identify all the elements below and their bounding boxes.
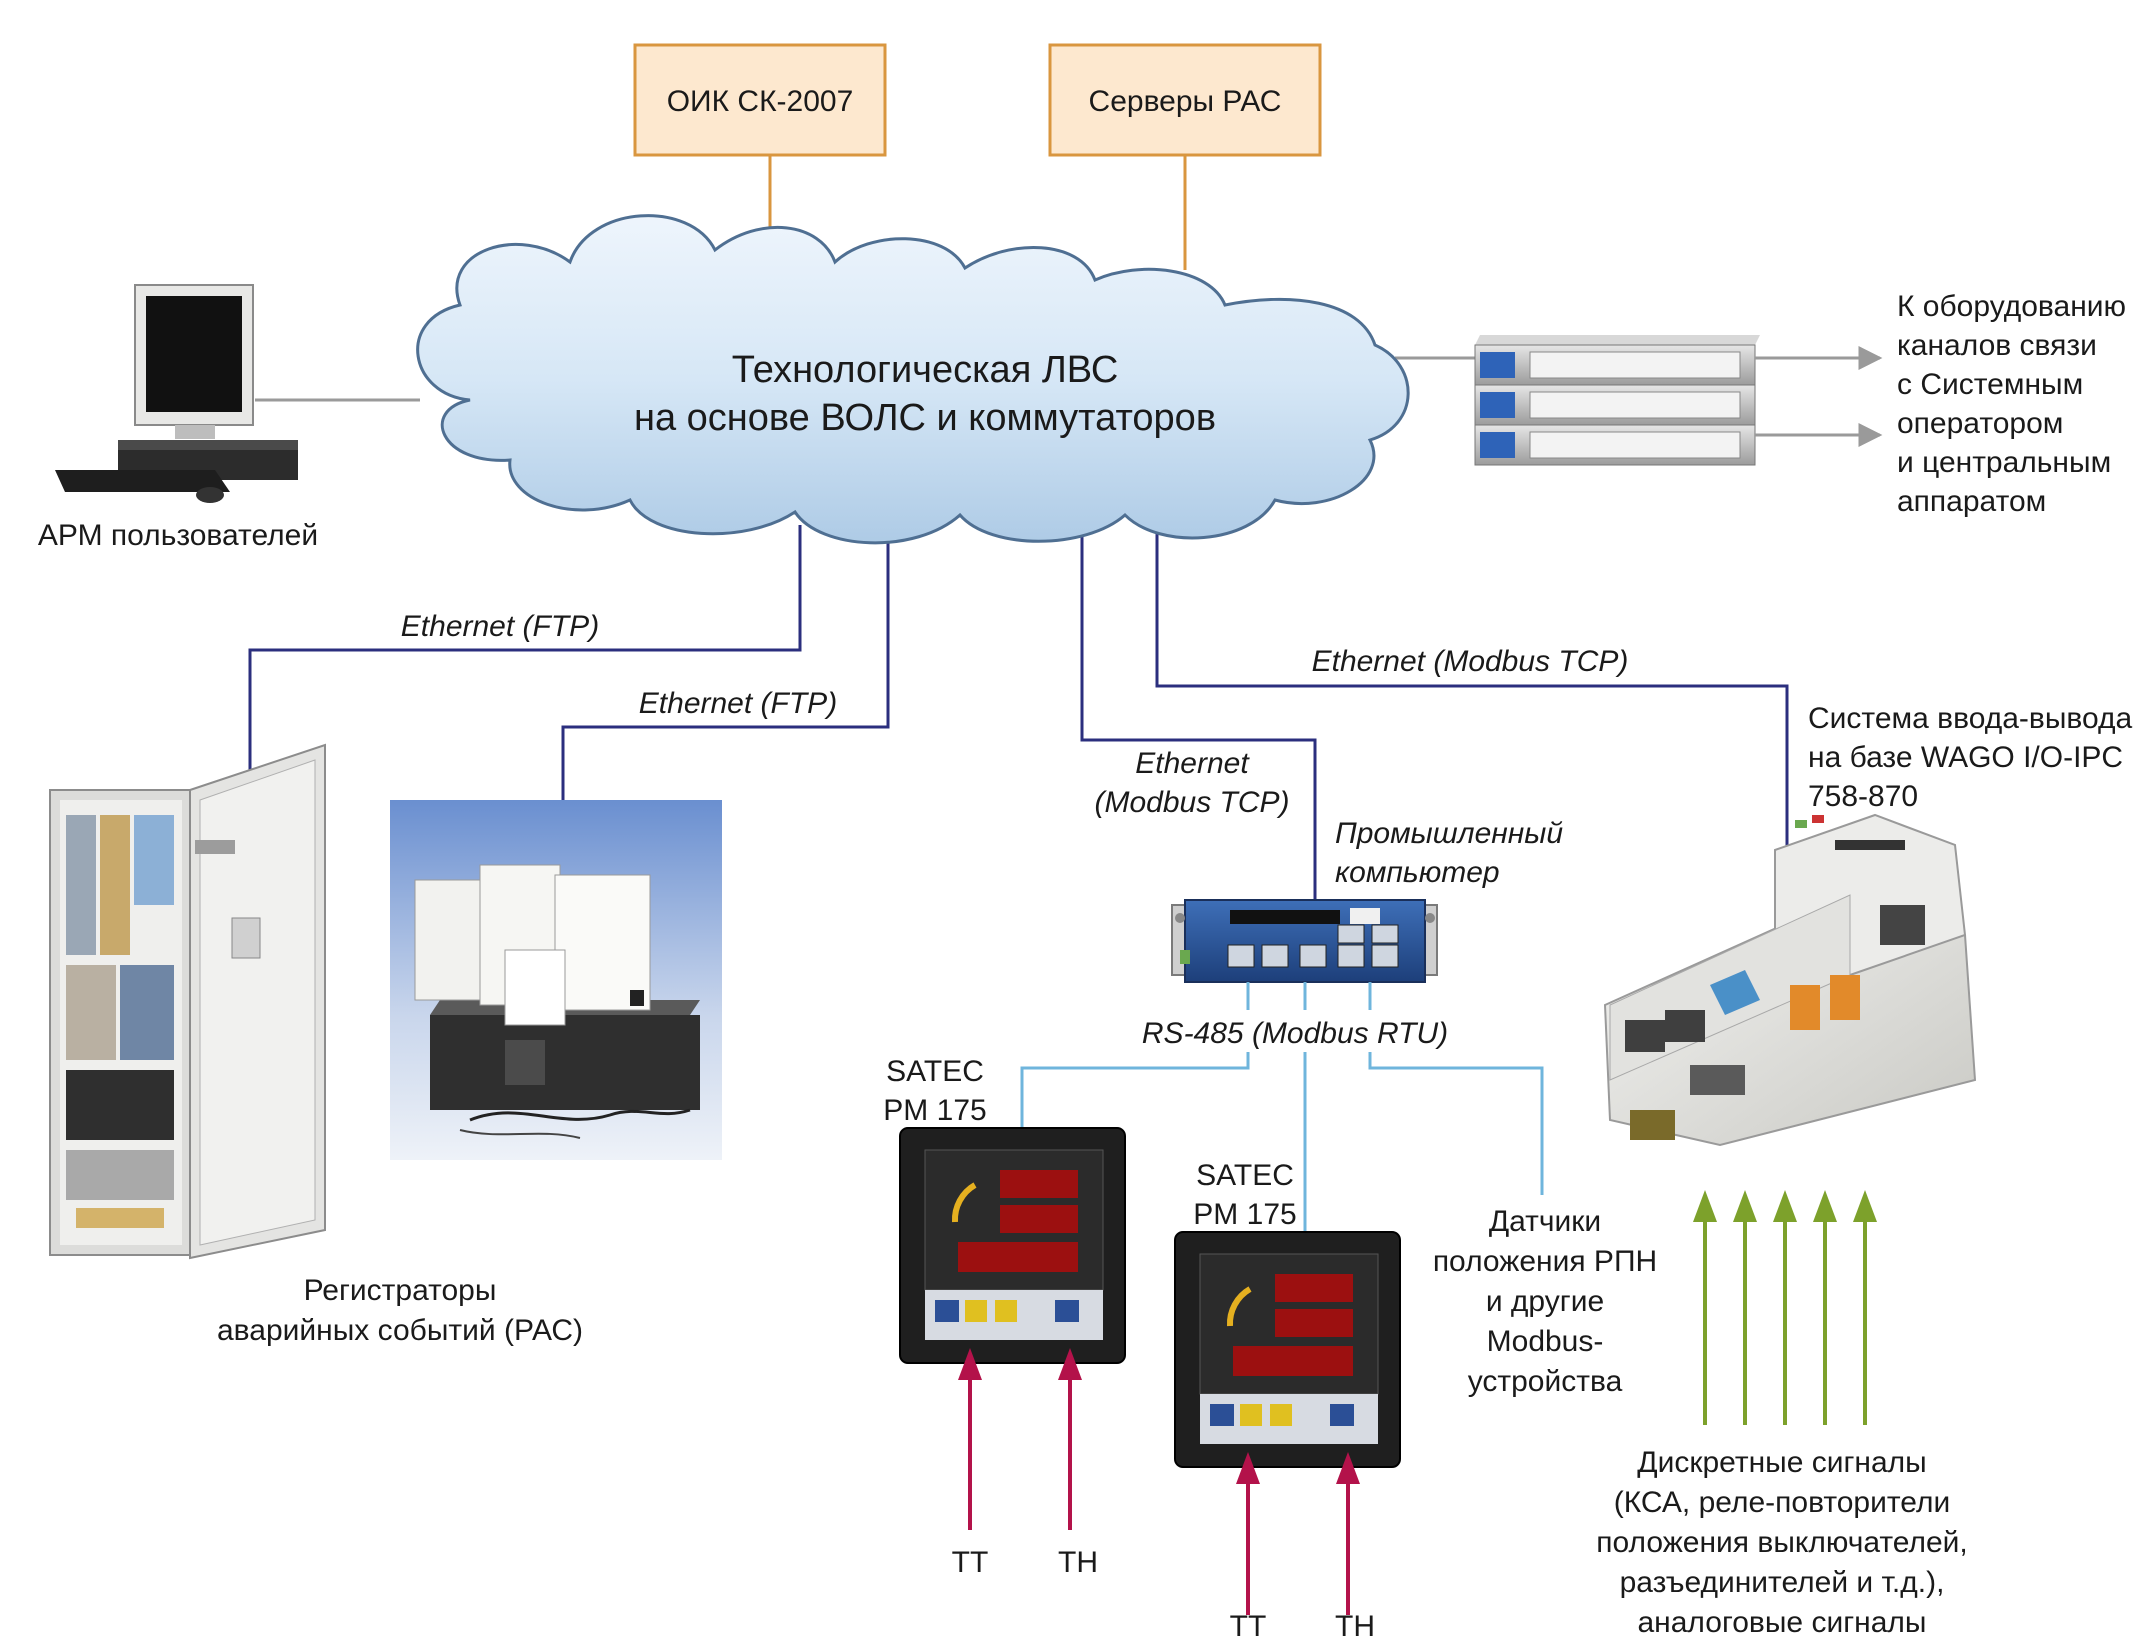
industrial-pc-icon <box>1171 899 1438 983</box>
rs485-label: RS-485 (Modbus RTU) <box>1142 1017 1448 1050</box>
signals-label-line: положения выключателей, <box>1596 1526 1967 1559</box>
wago-label-line: на базе WAGO I/O-IPC <box>1808 741 2123 774</box>
external-label-line: К оборудованию <box>1897 290 2126 323</box>
meter1-label-line2: PM 175 <box>883 1094 986 1127</box>
signals-label-line: Дискретные сигналы <box>1637 1446 1926 1479</box>
modbus-tcp-link-wago <box>1155 525 1789 850</box>
pac-servers-box: Серверы РАС <box>1048 43 1322 157</box>
satec-meter-2-icon <box>1174 1231 1401 1468</box>
sensors-label-line: Датчики <box>1489 1205 1601 1238</box>
rs485-link-meter1 <box>1020 982 1250 1128</box>
pac-servers-label: Серверы РАС <box>1089 85 1282 118</box>
external-label-line: и центральным <box>1897 446 2111 479</box>
cloud-title-line1: Технологическая ЛВС <box>732 349 1119 391</box>
meter1-tn-label: ТН <box>1058 1546 1098 1579</box>
meter1-tn-arrow <box>1058 1348 1082 1530</box>
modbus-tcp-wago-label: Ethernet (Modbus TCP) <box>1312 645 1629 678</box>
external-label: К оборудованию каналов связи с Системным… <box>1897 290 2126 518</box>
wago-label-line: 758-870 <box>1808 780 1918 813</box>
signals-label-line: аналоговые сигналы <box>1638 1606 1927 1639</box>
cloud-title-line2: на основе ВОЛС и коммутаторов <box>634 397 1216 439</box>
external-label-line: каналов связи <box>1897 329 2097 362</box>
ftp-link-1-label: Ethernet (FTP) <box>401 610 599 643</box>
meter2-tt-arrow <box>1236 1452 1260 1615</box>
sensors-label-line: и другие <box>1486 1285 1604 1318</box>
ftp-link-2-label: Ethernet (FTP) <box>639 687 837 720</box>
meter1-tt-label: ТТ <box>952 1546 989 1579</box>
sensors-label-line: устройства <box>1468 1365 1623 1398</box>
wago-io-controller-icon <box>1603 813 1977 1147</box>
signals-label-line: (КСА, реле-повторители <box>1614 1486 1950 1519</box>
oik-server-box: ОИК СК-2007 <box>633 43 887 157</box>
industrial-pc-label-line1: Промышленный <box>1335 817 1563 850</box>
registrar-equipment-photo <box>390 800 722 1160</box>
industrial-pc-label-line2: компьютер <box>1335 856 1500 889</box>
signals-label-line: разъединителей и т.д.), <box>1620 1566 1945 1599</box>
modbus-tcp-link-pc <box>1080 525 1317 900</box>
lan-cloud: Технологическая ЛВС на основе ВОЛС и ком… <box>416 214 1410 545</box>
meter2-label-line1: SATEC <box>1196 1159 1294 1192</box>
arm-workstation-icon <box>55 284 298 503</box>
sensors-label-line: Modbus- <box>1487 1325 1604 1358</box>
signal-arrow-3 <box>1773 1190 1797 1425</box>
wago-label-line: Система ввода-вывода <box>1808 702 2133 735</box>
sensors-label-line: положения РПН <box>1433 1245 1657 1278</box>
oik-server-label: ОИК СК-2007 <box>667 85 854 118</box>
meter2-tt-label: ТТ <box>1230 1610 1267 1643</box>
meter2-tn-arrow <box>1336 1452 1360 1615</box>
arm-label: АРМ пользователей <box>38 519 318 552</box>
sensors-label: Датчики положения РПН и другие Modbus- у… <box>1433 1205 1657 1398</box>
registrar-cabinet-icon <box>49 743 326 1260</box>
signal-arrow-4 <box>1813 1190 1837 1425</box>
external-label-line: оператором <box>1897 407 2063 440</box>
meter1-label-line1: SATEC <box>886 1055 984 1088</box>
satec-meter-1-icon <box>899 1127 1126 1364</box>
registrars-label-line1: Регистраторы <box>304 1274 497 1307</box>
registrars-label-line2: аварийных событий (РАС) <box>217 1314 583 1347</box>
external-label-line: аппаратом <box>1897 485 2046 518</box>
modbus-tcp-pc-label-line2: (Modbus TCP) <box>1094 786 1289 819</box>
meter1-tt-arrow <box>958 1348 982 1530</box>
ftp-link-1 <box>248 525 802 770</box>
external-label-line: с Системным <box>1897 368 2083 401</box>
network-switch-stack-icon <box>1474 335 1760 466</box>
modbus-tcp-pc-label-line1: Ethernet <box>1135 747 1250 780</box>
signal-arrows <box>1693 1190 1877 1425</box>
ftp-link-2 <box>561 525 890 800</box>
signals-label: Дискретные сигналы (КСА, реле-повторител… <box>1596 1446 1967 1639</box>
signal-arrow-5 <box>1853 1190 1877 1425</box>
meter2-tn-label: ТН <box>1335 1610 1375 1643</box>
wago-label: Система ввода-вывода на базе WAGO I/O-IP… <box>1808 702 2133 813</box>
meter2-label-line2: PM 175 <box>1193 1198 1296 1231</box>
signal-arrow-1 <box>1693 1190 1717 1425</box>
signal-arrow-2 <box>1733 1190 1757 1425</box>
